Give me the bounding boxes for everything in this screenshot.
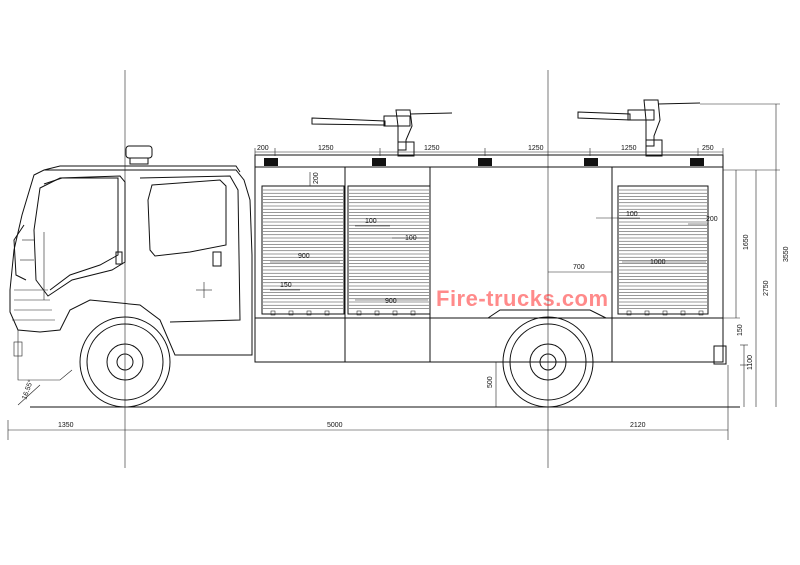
dim-height-1100: 1100 <box>747 355 754 370</box>
shutter-handle <box>270 310 276 316</box>
shutter-handle <box>626 310 632 316</box>
dim-top-200: 200 <box>257 145 269 152</box>
shutter-handle <box>324 310 330 316</box>
dim-length-5000: 5000 <box>327 422 343 429</box>
shutter-handle <box>662 310 668 316</box>
shutter-handle <box>374 310 380 316</box>
dim-top-1250-d: 1250 <box>621 145 637 152</box>
shutter-handle <box>356 310 362 316</box>
dim-top-1250-b: 1250 <box>424 145 440 152</box>
reference-lines <box>7 70 729 468</box>
dim-tank-offset-700: 700 <box>573 264 585 271</box>
dim-top-1250-a: 1250 <box>318 145 334 152</box>
dim-length-1350: 1350 <box>58 422 74 429</box>
dim-length-2120: 2120 <box>630 422 646 429</box>
water-cannon-rear <box>577 99 701 157</box>
dim-height-1650: 1650 <box>743 234 750 250</box>
dim-shutter1-900: 900 <box>298 253 310 260</box>
dim-top-250: 250 <box>702 145 714 152</box>
dim-shutter1-150: 150 <box>280 282 292 289</box>
water-cannon-front <box>311 109 453 157</box>
dim-shutter2-100-top: 100 <box>365 218 377 225</box>
dim-shutter3-1000: 1000 <box>650 259 666 266</box>
shutter-handle <box>306 310 312 316</box>
shutter-handle <box>680 310 686 316</box>
roller-shutter-3 <box>617 185 709 316</box>
roller-shutter-2 <box>347 185 431 316</box>
cab <box>9 145 253 381</box>
shutter-handle <box>410 310 416 316</box>
shutter-handle <box>288 310 294 316</box>
shutter-handle <box>698 310 704 316</box>
dim-shutter3-100-top: 100 <box>626 211 638 218</box>
watermark: Fire-trucks.com <box>436 286 609 311</box>
roller-shutter-1 <box>261 185 345 316</box>
dim-height-3550: 3550 <box>783 246 790 262</box>
dim-height-2750: 2750 <box>763 280 770 296</box>
dim-height-500: 500 <box>487 376 494 388</box>
shutter-handle <box>392 310 398 316</box>
dim-height-150: 150 <box>737 324 744 336</box>
dim-door-sill-200: 200 <box>313 172 320 184</box>
dim-shutter2-900: 900 <box>385 298 397 305</box>
dimension-labels: 200 1250 1250 1250 1250 250 1350 5000 21… <box>20 145 790 429</box>
dimension-lines <box>8 103 780 431</box>
dim-top-1250-c: 1250 <box>528 145 544 152</box>
dim-shutter3-200: 200 <box>706 216 718 223</box>
dim-shutter2-100-side: 100 <box>405 235 417 242</box>
shutter-handle <box>644 310 650 316</box>
dim-approach-angle: 16.55° <box>20 379 35 401</box>
